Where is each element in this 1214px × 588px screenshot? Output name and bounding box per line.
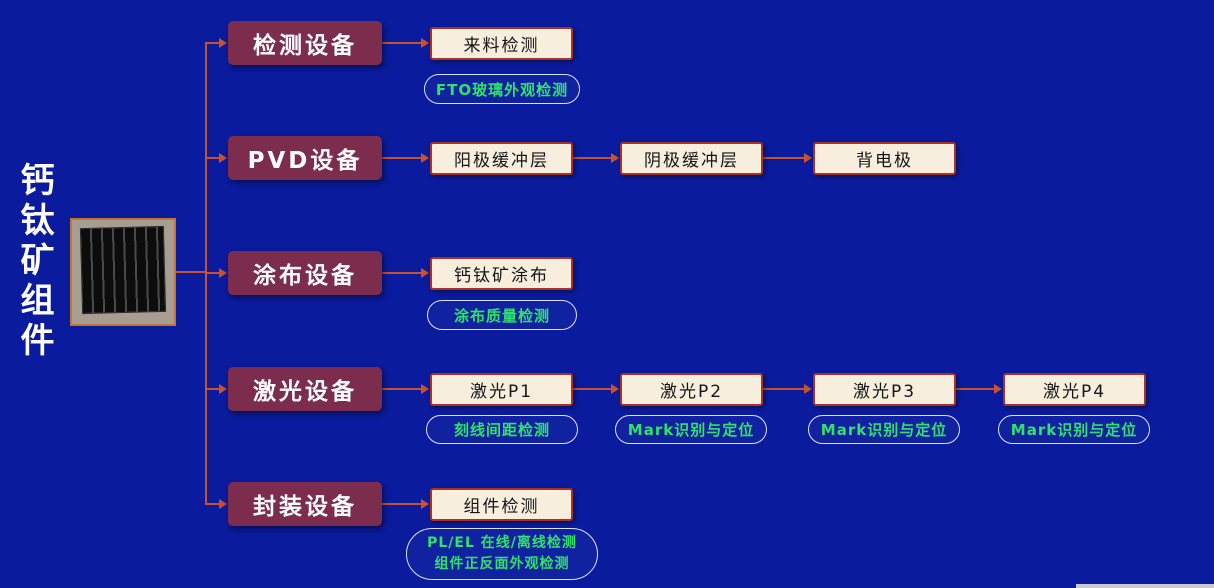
arrow-head — [219, 153, 227, 163]
arrow-head — [804, 153, 812, 163]
connector-line — [382, 388, 422, 390]
check-mark-alignment-1: Mark识别与定位 — [615, 415, 767, 444]
step-laser-p4: 激光P4 — [1003, 373, 1146, 406]
connector-line — [176, 271, 206, 273]
check-scribe-pitch: 刻线间距检测 — [426, 415, 578, 444]
step-laser-p1: 激光P1 — [430, 373, 573, 406]
step-module-inspection: 组件检测 — [430, 488, 573, 521]
arrow-head — [219, 499, 227, 509]
step-laser-p2: 激光P2 — [620, 373, 763, 406]
screen-artifact — [1076, 584, 1214, 588]
check-pl-el-module-appearance: PL/EL 在线/离线检测 组件正反面外观检测 — [406, 528, 598, 580]
connector-line — [573, 388, 612, 390]
check-fto-glass-appearance: FTO玻璃外观检测 — [424, 74, 580, 104]
arrow-head — [421, 38, 429, 48]
category-laser-equipment: 激光设备 — [228, 367, 382, 411]
arrow-head — [421, 384, 429, 394]
connector-line — [205, 388, 220, 390]
category-pvd-equipment: PVD设备 — [228, 136, 382, 180]
step-back-electrode: 背电极 — [813, 142, 956, 175]
connector-line — [205, 503, 220, 505]
connector-line — [205, 157, 220, 159]
connector-line — [205, 42, 220, 44]
arrow-head — [611, 384, 619, 394]
arrow-head — [611, 153, 619, 163]
check-mark-alignment-2: Mark识别与定位 — [808, 415, 960, 444]
connector-line — [382, 157, 422, 159]
step-perovskite-coating: 钙钛矿涂布 — [430, 257, 573, 290]
arrow-head — [219, 38, 227, 48]
connector-line — [382, 272, 422, 274]
arrow-head — [219, 384, 227, 394]
connector-line — [763, 388, 805, 390]
connector-line — [205, 272, 220, 274]
category-packaging-equipment: 封装设备 — [228, 482, 382, 526]
arrow-head — [994, 384, 1002, 394]
step-incoming-inspection: 来料检测 — [430, 27, 573, 60]
connector-line — [956, 388, 995, 390]
category-coating-equipment: 涂布设备 — [228, 251, 382, 295]
category-inspection-equipment: 检测设备 — [228, 21, 382, 65]
arrow-head — [421, 499, 429, 509]
check-line-module-appearance: 组件正反面外观检测 — [434, 556, 570, 572]
check-coating-quality: 涂布质量检测 — [427, 300, 577, 330]
diagram-title: 钙钛矿组件 — [14, 162, 54, 362]
connector-line — [382, 42, 422, 44]
arrow-head — [421, 268, 429, 278]
connector-line — [763, 157, 805, 159]
connector-line — [573, 157, 612, 159]
step-cathode-buffer-layer: 阴极缓冲层 — [620, 142, 763, 175]
solar-panel-image — [79, 225, 167, 315]
arrow-head — [804, 384, 812, 394]
perovskite-module-photo — [70, 218, 176, 326]
step-anode-buffer-layer: 阳极缓冲层 — [430, 142, 573, 175]
connector-line — [382, 503, 422, 505]
step-laser-p3: 激光P3 — [813, 373, 956, 406]
check-mark-alignment-3: Mark识别与定位 — [998, 415, 1150, 444]
check-line-pl-el: PL/EL 在线/离线检测 — [427, 535, 577, 551]
arrow-head — [219, 268, 227, 278]
arrow-head — [421, 153, 429, 163]
